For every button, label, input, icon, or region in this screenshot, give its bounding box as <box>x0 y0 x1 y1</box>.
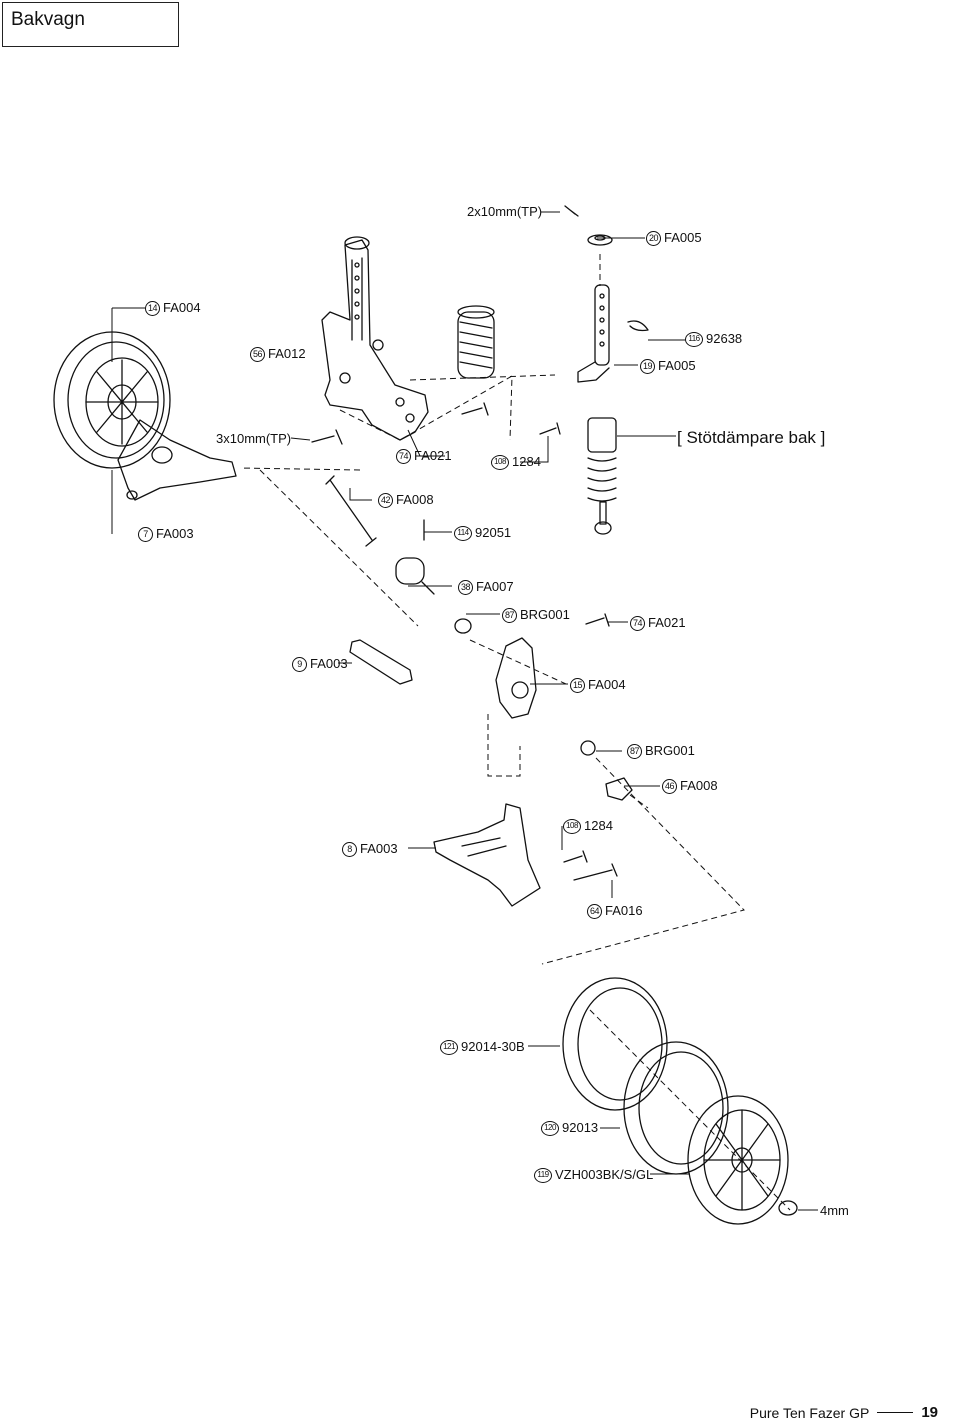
section-header-box: Bakvagn <box>2 2 179 47</box>
callout-fa021-lower: 74 FA021 <box>630 615 686 631</box>
callout-vzh003: 119 VZH003BK/S/GL <box>534 1167 653 1183</box>
page-footer: Pure Ten Fazer GP 19 <box>750 1404 938 1421</box>
part-number-badge: 46 <box>662 778 677 794</box>
callout-brg001-lower: 87 BRG001 <box>627 743 695 759</box>
product-name: Pure Ten Fazer GP <box>749 1404 870 1421</box>
screw-parts <box>311 402 618 881</box>
part-number-badge: 87 <box>627 743 642 759</box>
part-code: FA016 <box>605 903 643 918</box>
callout-fa003-9: 9 FA003 <box>292 656 348 672</box>
section-title: [ Stötdämpare bak ] <box>677 428 826 447</box>
lower-wheel-part <box>562 977 798 1225</box>
part-code: FA003 <box>156 526 194 541</box>
part-number-badge: 7 <box>138 526 153 542</box>
callout-92051: 114 92051 <box>454 525 511 541</box>
part-number-badge: 121 <box>440 1039 458 1055</box>
part-code: 92013 <box>562 1120 599 1135</box>
hub-carrier-part <box>495 637 633 801</box>
part-code: FA004 <box>163 300 201 315</box>
part-code: 1284 <box>584 818 613 833</box>
part-number-badge: 87 <box>502 607 517 623</box>
callout-nut-4mm: 4mm <box>820 1203 849 1219</box>
callout-screw-3x10: 3x10mm(TP) <box>216 431 291 447</box>
part-number-badge: 8 <box>342 841 357 857</box>
right-mount-part <box>564 205 649 383</box>
part-code: FA008 <box>396 492 434 507</box>
part-number-badge: 14 <box>145 300 160 316</box>
part-number-badge: 74 <box>396 448 411 464</box>
part-code: BRG001 <box>645 743 695 758</box>
part-number-badge: 120 <box>541 1120 559 1136</box>
part-number-badge: 38 <box>458 579 473 595</box>
part-code: 1284 <box>512 454 541 469</box>
upper-wheel-part <box>53 331 237 501</box>
callout-92013: 120 92013 <box>541 1120 598 1136</box>
callout-1284-upper: 108 1284 <box>491 454 541 470</box>
part-code: 3x10mm(TP) <box>216 431 292 446</box>
callout-1284-lower: 108 1284 <box>563 818 613 834</box>
part-code: 2x10mm(TP) <box>467 204 543 219</box>
callout-screw-2x10: 2x10mm(TP) <box>467 204 542 220</box>
callout-fa003-7: 7 FA003 <box>138 526 194 542</box>
callout-fa004-upper: 14 FA004 <box>145 300 201 316</box>
part-code: BRG001 <box>520 607 570 622</box>
part-code: FA008 <box>680 778 718 793</box>
part-code: VZH003BK/S/GL <box>555 1167 654 1182</box>
part-code: 4mm <box>820 1203 849 1218</box>
part-number-badge: 108 <box>491 454 509 470</box>
callout-fa012: 56 FA012 <box>250 346 306 362</box>
part-code: FA012 <box>268 346 306 361</box>
shock-spring-part <box>457 305 495 379</box>
rear-link-part <box>349 639 413 685</box>
callout-fa021-upper: 74 FA021 <box>396 448 452 464</box>
part-number-badge: 42 <box>378 492 393 508</box>
driveshaft-part <box>395 557 472 634</box>
part-code: FA021 <box>414 448 452 463</box>
part-number-badge: 20 <box>646 230 661 246</box>
callout-brg001-upper: 87 BRG001 <box>502 607 570 623</box>
callout-fa016: 64 FA016 <box>587 903 643 919</box>
part-number-badge: 15 <box>570 677 585 693</box>
callout-fa003-8: 8 FA003 <box>342 841 398 857</box>
part-number-badge: 9 <box>292 656 307 672</box>
part-code: FA005 <box>658 358 696 373</box>
part-code: FA003 <box>360 841 398 856</box>
callout-fa005-mid: 19 FA005 <box>640 358 696 374</box>
part-code: FA004 <box>588 677 626 692</box>
callout-fa008-lower: 46 FA008 <box>662 778 718 794</box>
part-code: FA005 <box>664 230 702 245</box>
shock-tower-part <box>321 236 429 441</box>
page-number: 19 <box>921 1404 938 1421</box>
callout-92014-30b: 121 92014-30B <box>440 1039 525 1055</box>
callout-fa004-lower: 15 FA004 <box>570 677 626 693</box>
footer-divider <box>877 1412 914 1413</box>
page-title: Bakvagn <box>11 9 85 30</box>
part-code: 92051 <box>475 525 512 540</box>
rear-shock-part <box>587 417 617 535</box>
part-number-badge: 74 <box>630 615 645 631</box>
part-code: FA021 <box>648 615 686 630</box>
callout-92638: 116 92638 <box>685 331 742 347</box>
callout-fa008-upper: 42 FA008 <box>378 492 434 508</box>
part-code: 92638 <box>706 331 743 346</box>
part-code: FA007 <box>476 579 514 594</box>
part-number-badge: 119 <box>534 1167 552 1183</box>
callout-fa007: 38 FA007 <box>458 579 514 595</box>
part-number-badge: 116 <box>685 331 703 347</box>
part-number-badge: 19 <box>640 358 655 374</box>
part-code: 92014-30B <box>461 1039 525 1054</box>
part-number-badge: 64 <box>587 903 602 919</box>
callout-fa005-top: 20 FA005 <box>646 230 702 246</box>
part-number-badge: 108 <box>563 818 581 834</box>
part-code: FA003 <box>310 656 348 671</box>
lower-arm-part <box>433 803 541 907</box>
part-number-badge: 114 <box>454 525 472 541</box>
part-number-badge: 56 <box>250 346 265 362</box>
